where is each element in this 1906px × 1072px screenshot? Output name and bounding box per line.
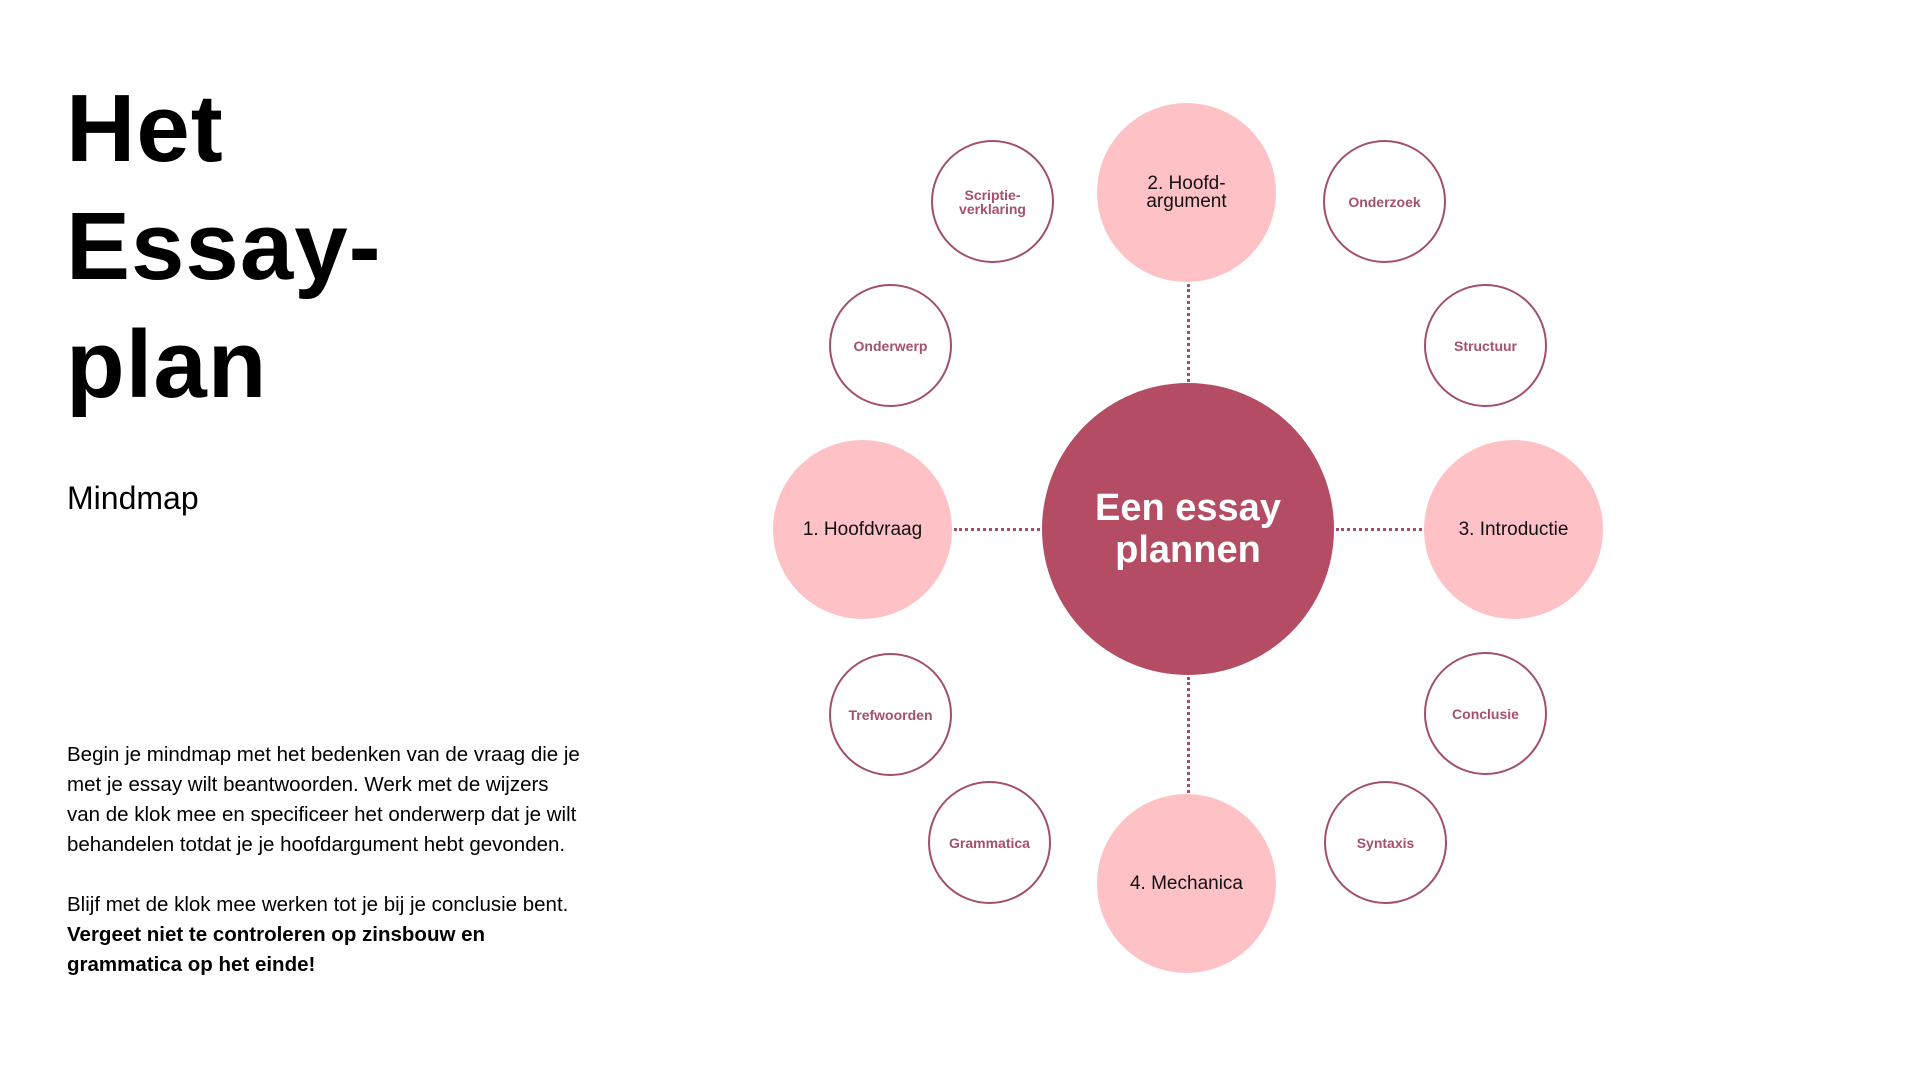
description: Begin je mindmap met het bedenken van de…	[67, 740, 587, 1010]
title-line-1: Het	[66, 75, 224, 182]
title-line-2: Essay-	[66, 193, 382, 300]
sub-node-structuur[interactable]: Structuur	[1424, 284, 1547, 407]
main-node-label: 1. Hoofdvraag	[802, 518, 923, 540]
sub-node-line-2: verklaring	[959, 200, 1026, 217]
connector-right	[1336, 528, 1422, 531]
description-paragraph-2-emphasis: Vergeet niet te controleren op zinsbouw …	[67, 923, 486, 976]
page-title: Het Essay- plan	[66, 70, 382, 424]
main-node-line-2: argument	[1146, 190, 1227, 212]
sub-node-conclusie[interactable]: Conclusie	[1424, 652, 1547, 775]
sub-node-label: Conclusie	[1452, 705, 1519, 722]
sub-node-label: Onderwerp	[853, 337, 928, 354]
main-node-label: 4. Mechanica	[1129, 872, 1243, 894]
sub-node-scriptieverklaring[interactable]: Scriptie- verklaring	[931, 140, 1054, 263]
description-paragraph-2: Blijf met de klok mee werken tot je bij …	[67, 890, 587, 980]
sub-node-label: Syntaxis	[1356, 834, 1415, 851]
main-node-line-1: 2. Hoofd-	[1147, 172, 1226, 194]
sub-node-label: Trefwoorden	[848, 706, 933, 723]
sub-node-onderzoek[interactable]: Onderzoek	[1323, 140, 1446, 263]
sub-node-grammatica[interactable]: Grammatica	[928, 781, 1051, 904]
center-node-line-1: Een essay	[1095, 487, 1281, 529]
sub-node-onderwerp[interactable]: Onderwerp	[829, 284, 952, 407]
sub-node-label: Grammatica	[949, 834, 1030, 851]
main-node-hoofdargument[interactable]: 2. Hoofd- argument	[1097, 103, 1276, 282]
center-node-line-2: plannen	[1115, 529, 1261, 571]
sub-node-label: Onderzoek	[1348, 193, 1421, 210]
main-node-mechanica[interactable]: 4. Mechanica	[1097, 794, 1276, 973]
sub-node-label: Structuur	[1454, 337, 1517, 354]
subtitle: Mindmap	[67, 480, 199, 516]
description-paragraph-1: Begin je mindmap met het bedenken van de…	[67, 743, 580, 856]
connector-bottom	[1187, 677, 1190, 793]
sub-node-trefwoorden[interactable]: Trefwoorden	[829, 653, 952, 776]
sub-node-syntaxis[interactable]: Syntaxis	[1324, 781, 1447, 904]
center-node-label: Een essay plannen	[1095, 487, 1281, 571]
sub-node-line-1: Scriptie-	[964, 186, 1021, 203]
description-paragraph-2-text: Blijf met de klok mee werken tot je bij …	[67, 893, 569, 916]
main-node-hoofdvraag[interactable]: 1. Hoofdvraag	[773, 440, 952, 619]
main-node-introductie[interactable]: 3. Introductie	[1424, 440, 1603, 619]
sub-node-label: Scriptie- verklaring	[959, 188, 1026, 216]
main-node-label: 3. Introductie	[1458, 518, 1569, 540]
center-node[interactable]: Een essay plannen	[1042, 383, 1334, 675]
connector-top	[1187, 284, 1190, 382]
connector-left	[954, 528, 1040, 531]
title-line-3: plan	[66, 311, 268, 418]
main-node-label: 2. Hoofd- argument	[1146, 172, 1227, 212]
